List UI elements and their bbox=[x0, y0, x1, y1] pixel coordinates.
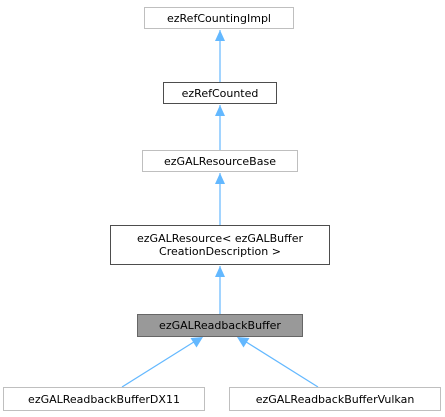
class-node-label-line1: ezGALResource< ezGALBuffer bbox=[137, 232, 303, 245]
class-node-label: ezRefCounted bbox=[181, 86, 259, 100]
class-node-label: ezGALReadbackBuffer bbox=[159, 319, 281, 332]
arrowhead-readbackbuffer-right bbox=[237, 337, 250, 348]
class-node-label-line2: CreationDescription > bbox=[159, 245, 281, 258]
class-node-ezrefcounted[interactable]: ezRefCounted bbox=[163, 82, 277, 104]
edge-dx11-to-readbackbuffer bbox=[121, 339, 198, 388]
arrowhead-refcounted bbox=[215, 105, 225, 116]
class-node-label: ezRefCountingImpl bbox=[166, 11, 271, 25]
class-node-ezgalreadbackbuffervulkan[interactable]: ezGALReadbackBufferVulkan bbox=[229, 387, 441, 411]
class-node-ezgalreadbackbufferdx11[interactable]: ezGALReadbackBufferDX11 bbox=[3, 387, 205, 411]
class-node-label: ezGALResourceBase bbox=[164, 154, 276, 168]
class-node-ezgalresourcebase[interactable]: ezGALResourceBase bbox=[142, 150, 298, 172]
edge-vulkan-to-readbackbuffer bbox=[242, 339, 319, 388]
arrowhead-resource bbox=[215, 266, 225, 277]
arrowhead-refcountingimpl bbox=[215, 30, 225, 41]
class-node-ezrefcountingimpl[interactable]: ezRefCountingImpl bbox=[144, 7, 294, 29]
arrowhead-readbackbuffer-left bbox=[190, 337, 203, 348]
arrowhead-resourcebase bbox=[215, 173, 225, 184]
class-node-ezgalresource[interactable]: ezGALResource< ezGALBuffer CreationDescr… bbox=[110, 225, 330, 265]
class-node-label: ezGALReadbackBufferDX11 bbox=[28, 392, 180, 406]
class-node-label: ezGALReadbackBufferVulkan bbox=[255, 392, 415, 406]
class-node-ezgalreadbackbuffer-current: ezGALReadbackBuffer bbox=[137, 314, 303, 337]
